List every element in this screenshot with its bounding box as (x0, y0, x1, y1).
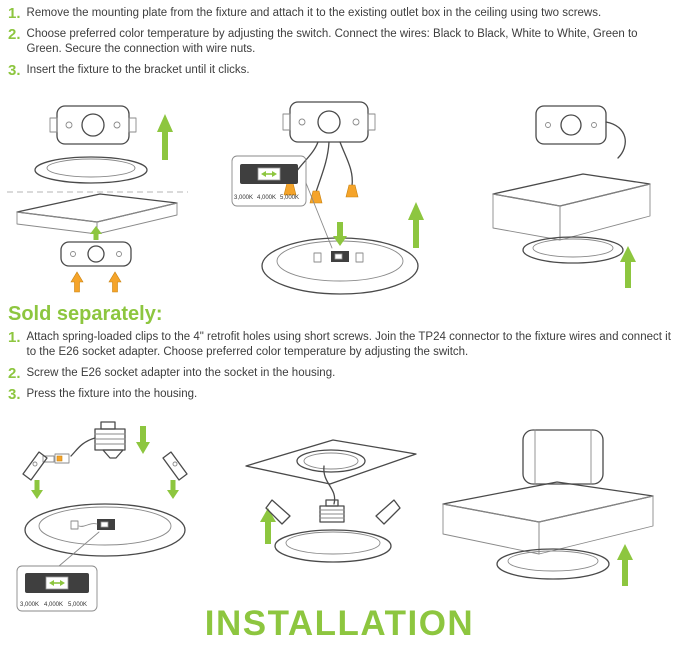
page-title: INSTALLATION (204, 604, 475, 643)
up-arrow-icon (408, 202, 424, 248)
switch-label-4000k: 4,000K (44, 602, 63, 608)
spring-clip-right (375, 499, 401, 525)
wire-nut-icon (283, 182, 297, 196)
clip-down-arrow-icon (167, 480, 179, 499)
slider-left-arrow-icon (49, 580, 54, 586)
switch-label-5000k: 5,000K (280, 195, 299, 201)
callout-line (58, 531, 100, 567)
e26-adapter-drawing (42, 421, 126, 464)
fixture-disc-drawing (261, 237, 419, 295)
step-number: 3. (8, 62, 21, 79)
step-number: 1. (8, 5, 21, 22)
step-text: Choose preferred color temperature by ad… (26, 28, 638, 55)
step-text: Screw the E26 socket adapter into the so… (26, 367, 336, 379)
step-item: 1. Attach spring-loaded clips to the 4" … (8, 330, 673, 360)
top-steps-list: 1. Remove the mounting plate from the fi… (8, 6, 673, 84)
spring-clip-right (162, 451, 188, 481)
attach-up-arrow-icon (90, 226, 102, 240)
step-item: 2. Screw the E26 socket adapter into the… (8, 366, 673, 381)
mounting-plate-bottom-drawing (60, 241, 132, 267)
slider-right-arrow-icon (272, 171, 277, 177)
clip-down-arrow-icon (31, 480, 43, 499)
illustration-clips-and-adapter: 3,000K 4,000K 5,000K (16, 421, 188, 612)
step-number: 3. (8, 386, 21, 403)
screw-arrow-icon (108, 271, 122, 293)
ceiling-slab-drawing (492, 173, 651, 241)
illustration-insert-fixture (492, 105, 651, 288)
illustration-press-fixture (442, 429, 654, 586)
bottom-steps-list: 1. Attach spring-loaded clips to the 4" … (8, 330, 673, 408)
step-text: Press the fixture into the housing. (26, 388, 198, 400)
down-arrow-icon (333, 222, 347, 246)
fixture-disc-drawing (34, 156, 148, 184)
illustration-wiring-and-switch: 3,000K 4,000K 5,000K (231, 101, 424, 295)
mounting-plate-drawing (535, 105, 626, 159)
step-text: Remove the mounting plate from the fixtu… (26, 7, 602, 19)
illustration-screw-adapter-into-housing (245, 439, 417, 563)
color-switch-inset: 3,000K 4,000K 5,000K (16, 565, 98, 612)
switch-label-4000k: 4,000K (257, 195, 276, 201)
wire-drawing (70, 437, 96, 457)
step-item: 3. Insert the fixture to the bracket unt… (8, 63, 673, 78)
step-number: 2. (8, 26, 21, 43)
slider-left-arrow-icon (261, 171, 266, 177)
sold-separately-heading: Sold separately: (8, 303, 163, 325)
step-number: 2. (8, 365, 21, 382)
slider-right-arrow-icon (60, 580, 65, 586)
mounted-fixture-disc (496, 548, 610, 580)
fixture-with-adapter-drawing (265, 499, 401, 563)
fixture-disc-drawing (24, 503, 186, 557)
illustration-remove-mounting-plate (7, 105, 188, 293)
mounting-plate-drawing (282, 101, 376, 143)
up-arrow-icon (620, 246, 636, 288)
mounting-plate-drawing (49, 105, 137, 145)
recessed-housing-drawing (522, 429, 604, 485)
up-arrow-icon (260, 508, 276, 544)
step-item: 2. Choose preferred color temperature by… (8, 27, 673, 57)
up-arrow-icon (157, 114, 173, 160)
switch-label-5000k: 5,000K (68, 602, 87, 608)
step-number: 1. (8, 329, 21, 346)
switch-label-3000k: 3,000K (234, 195, 253, 201)
step-item: 1. Remove the mounting plate from the fi… (8, 6, 673, 21)
wire-drawing (605, 121, 626, 159)
step-text: Insert the fixture to the bracket until … (26, 64, 250, 76)
screw-arrow-icon (70, 271, 84, 293)
ceiling-with-housing-hole (245, 439, 417, 505)
switch-label-3000k: 3,000K (20, 602, 39, 608)
callout-line (305, 182, 333, 249)
down-arrow-icon (136, 426, 150, 454)
mounted-fixture-disc (522, 236, 624, 264)
step-item: 3. Press the fixture into the housing. (8, 387, 673, 402)
spring-clip-left (22, 451, 48, 481)
up-arrow-icon (617, 544, 633, 586)
ceiling-slab-drawing (442, 481, 654, 555)
step-text: Attach spring-loaded clips to the 4" ret… (26, 331, 671, 358)
spring-clip-left (265, 499, 291, 525)
wire-nut-icon (345, 184, 359, 198)
color-switch-inset: 3,000K 4,000K 5,000K (231, 155, 307, 207)
tp24-connector (54, 453, 70, 464)
